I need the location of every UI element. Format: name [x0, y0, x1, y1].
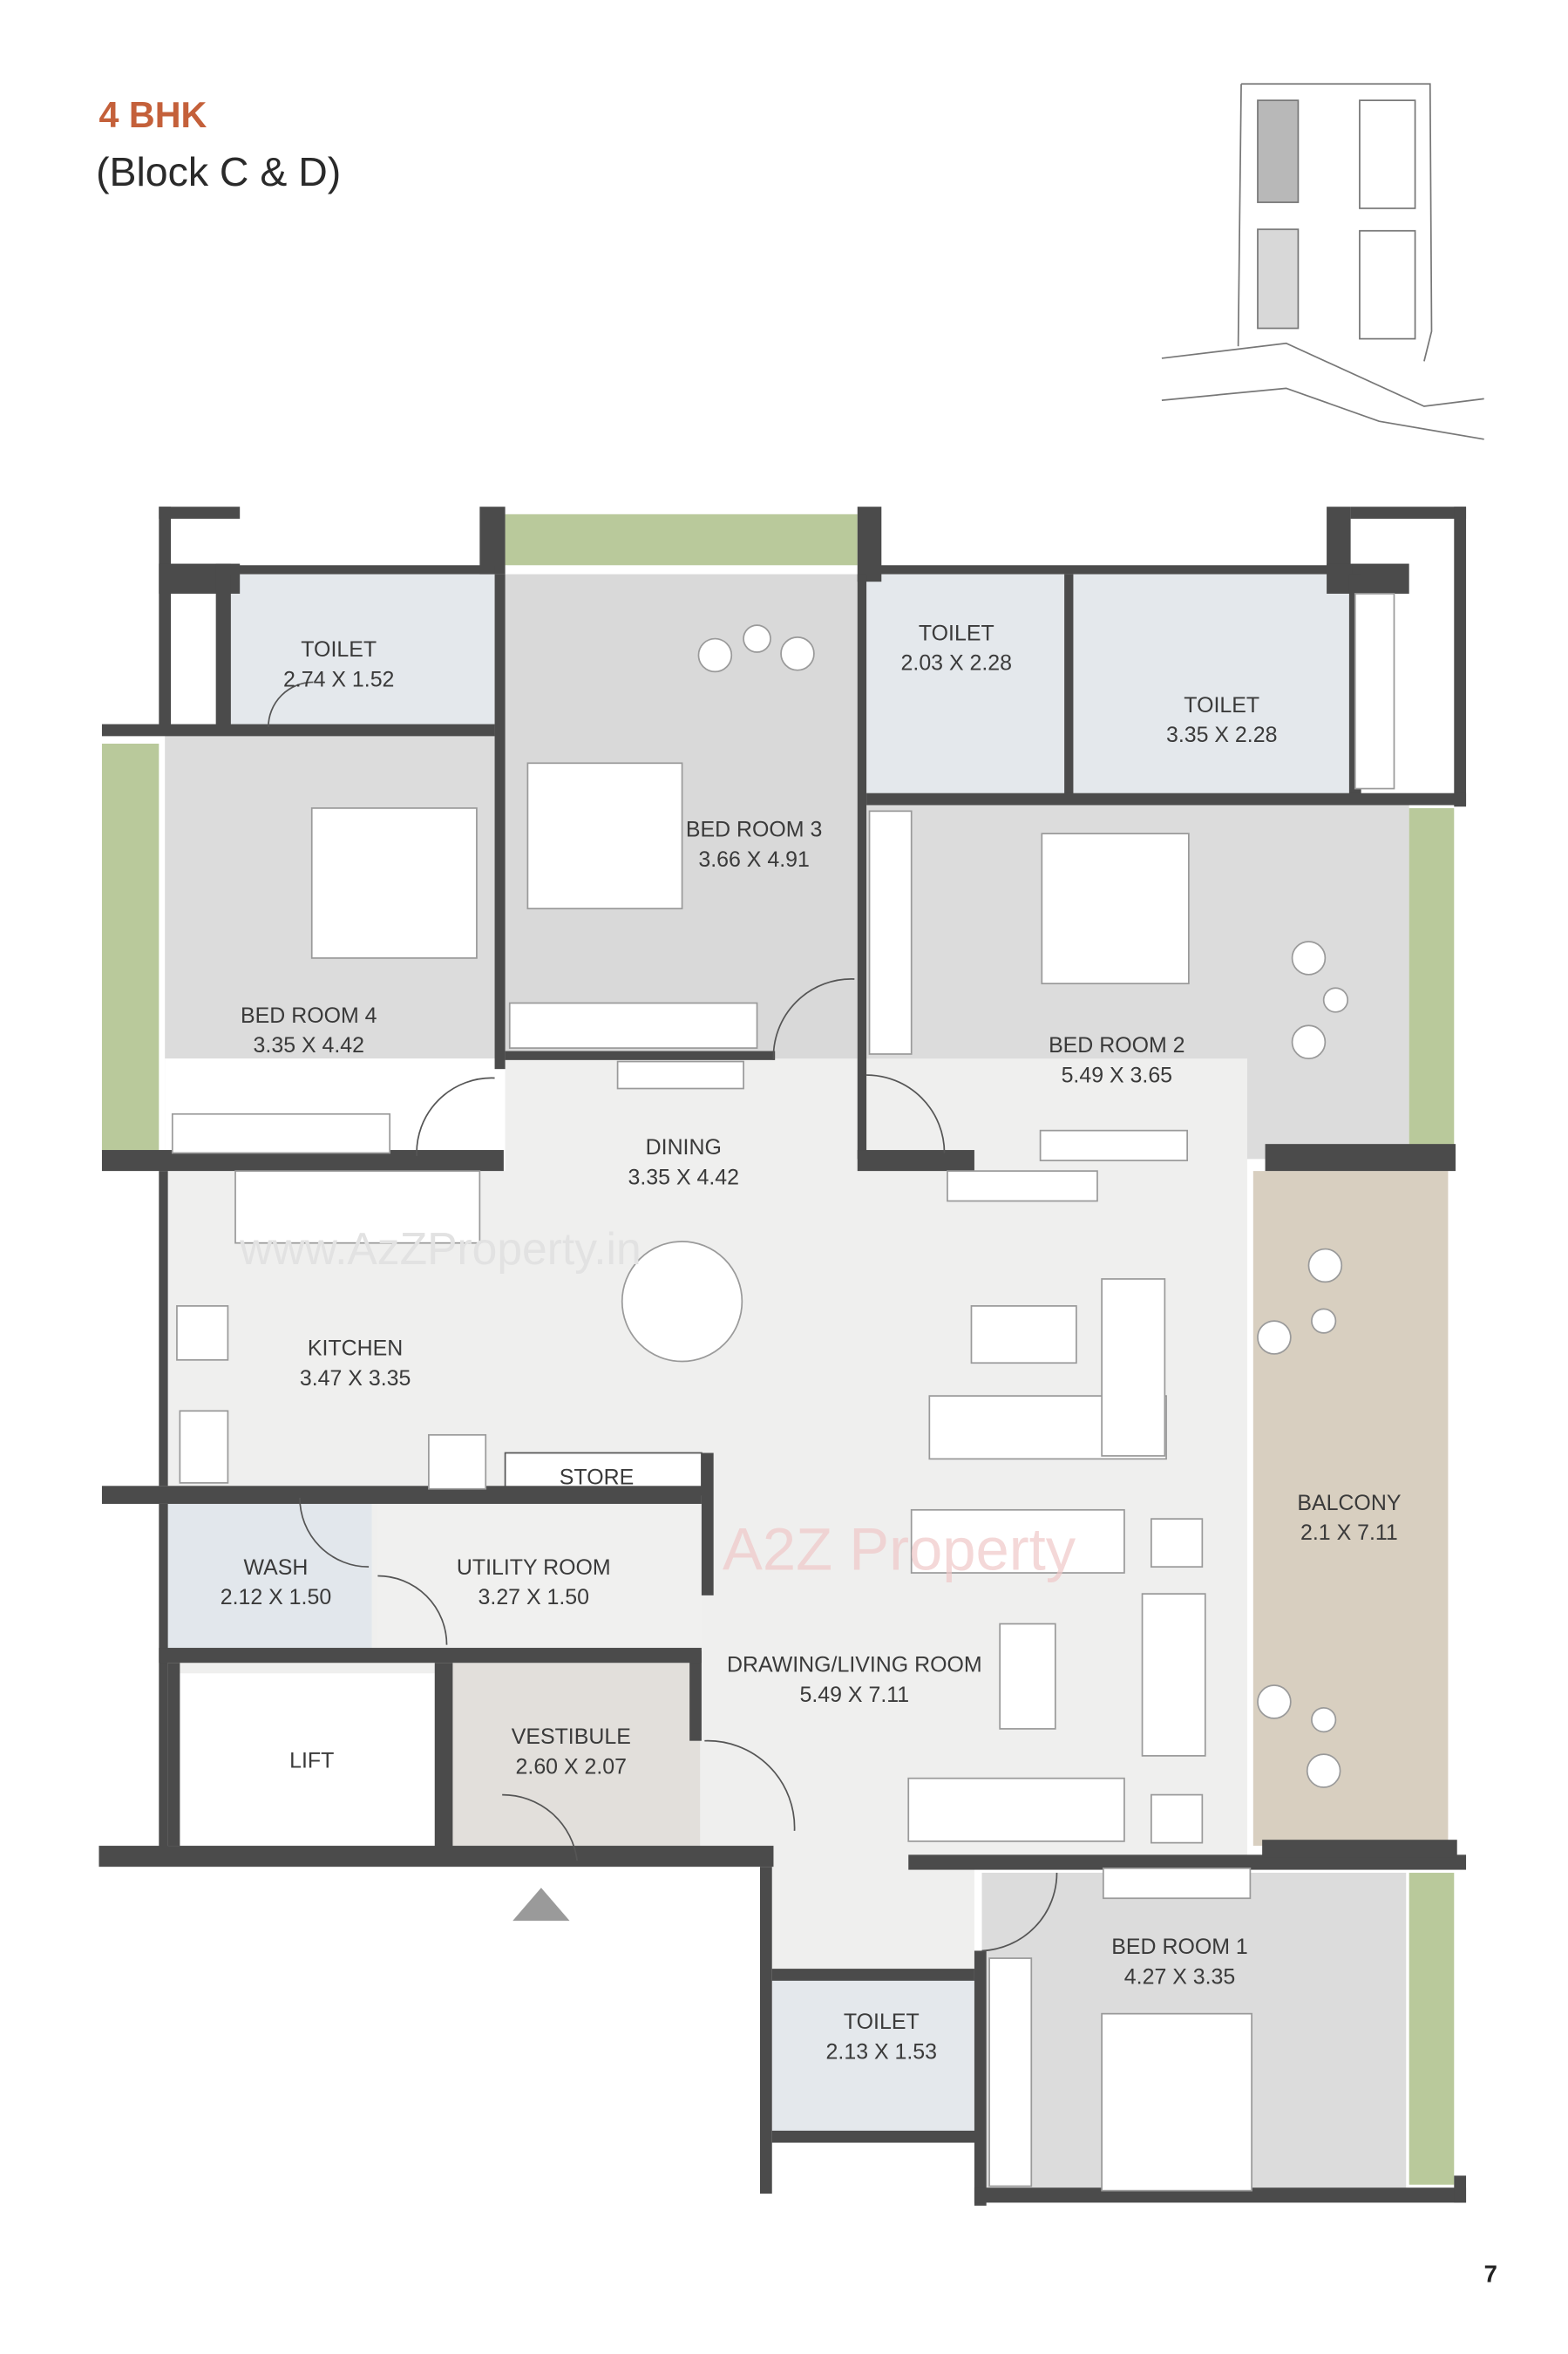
room-name: DINING: [646, 1135, 722, 1160]
room-name: WASH: [244, 1555, 309, 1580]
room-name: BED ROOM 2: [1049, 1033, 1184, 1058]
room-name: BALCONY: [1297, 1491, 1401, 1515]
room-name: STORE: [560, 1466, 634, 1490]
room-size: 3.35 X 4.42: [628, 1166, 739, 1190]
watermark-logo: A2Z Property: [723, 1516, 1076, 1583]
plan-title: 4 BHK: [99, 95, 207, 135]
room-size: 3.35 X 2.28: [1166, 723, 1277, 747]
walls: [98, 507, 1467, 2206]
room-size: 2.13 X 1.53: [826, 2039, 937, 2064]
room-size: 2.1 X 7.11: [1300, 1521, 1398, 1545]
room-size: 2.74 X 1.52: [283, 668, 394, 692]
room-name: BED ROOM 3: [686, 818, 822, 842]
room-fills: [101, 507, 1467, 2191]
room-size: 5.49 X 7.11: [800, 1683, 910, 1707]
room-size: 3.47 X 3.35: [300, 1366, 411, 1391]
room-name: TOILET: [919, 621, 994, 645]
room-name: BED ROOM 4: [241, 1004, 377, 1028]
room-size: 2.12 X 1.50: [221, 1585, 331, 1609]
room-size: 4.27 X 3.35: [1124, 1964, 1235, 1989]
page-number: 7: [1484, 2261, 1497, 2288]
room-name: DRAWING/LIVING ROOM: [727, 1653, 982, 1677]
room-size: 3.35 X 4.42: [254, 1033, 364, 1058]
room-name: VESTIBULE: [512, 1725, 631, 1749]
triangle-up-icon: [512, 1888, 570, 1922]
room-name: TOILET: [1184, 693, 1259, 718]
plan-subtitle: (Block C & D): [96, 149, 341, 194]
room-name: UTILITY ROOM: [457, 1555, 611, 1580]
room-name: TOILET: [844, 2010, 920, 2034]
furniture: [171, 593, 1395, 2192]
room-size: 2.03 X 2.28: [901, 651, 1012, 676]
room-size: 2.60 X 2.07: [516, 1755, 627, 1779]
room-name: TOILET: [301, 637, 377, 662]
room-size: 5.49 X 3.65: [1062, 1064, 1172, 1088]
room-size: 3.66 X 4.91: [698, 847, 809, 872]
room-name: LIFT: [289, 1749, 334, 1773]
key-plan: [1161, 83, 1484, 440]
room-size: 3.27 X 1.50: [479, 1585, 589, 1609]
watermark-url: www.AzZProperty.in: [239, 1223, 641, 1274]
room-name: BED ROOM 1: [1111, 1935, 1247, 1959]
room-name: KITCHEN: [308, 1337, 403, 1361]
